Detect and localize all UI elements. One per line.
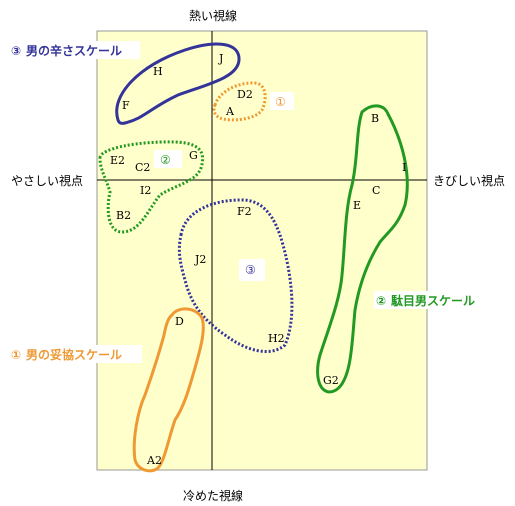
label-box-blue-top — [8, 41, 140, 59]
label-box-green-large — [374, 291, 496, 309]
group-labels: ③ 男の辛さスケール ① ② ③ ② 駄目男スケール ① 男の妥協スケール — [8, 41, 496, 363]
group-marker-blue-dotted: ③ — [245, 263, 256, 277]
group-marker-orange-large: ① — [11, 348, 21, 362]
scale-outline-blue-solid — [115, 42, 241, 125]
label-box-orange-large — [8, 345, 142, 363]
scale-label-green-large: 駄目男スケール — [391, 293, 475, 308]
label-box-orange-small — [270, 92, 294, 110]
group-marker-orange-small: ① — [275, 95, 286, 109]
point-i2: I2 — [140, 184, 151, 197]
point-g: G — [189, 149, 198, 162]
point-j: J — [218, 52, 223, 65]
point-labels: H J F D2 A B I C E G E2 C2 I2 B2 F2 J2 H… — [110, 52, 406, 467]
label-box-green-small — [154, 150, 182, 168]
point-b: B — [371, 112, 379, 125]
axis-label-top: 熱い視線 — [189, 8, 237, 23]
scale-outline-orange-solid — [132, 307, 205, 473]
point-c: C — [372, 184, 380, 197]
point-d: D — [175, 315, 184, 328]
scale-outline-green-dotted — [98, 140, 205, 234]
point-h2: H2 — [268, 332, 285, 345]
point-a: A — [225, 105, 235, 118]
point-a2: A2 — [146, 454, 162, 467]
scale-label-blue-top: 男の辛さスケール — [26, 43, 122, 58]
scale-outline-blue-dotted — [177, 198, 294, 354]
point-f2: F2 — [237, 205, 252, 218]
point-e2: E2 — [110, 154, 125, 167]
point-h: H — [153, 65, 163, 78]
point-e: E — [353, 199, 361, 212]
label-box-blue-dotted — [239, 259, 265, 281]
point-c2: C2 — [135, 161, 150, 174]
point-j2: J2 — [194, 253, 206, 266]
point-f: F — [122, 99, 130, 112]
group-marker-green-small: ② — [160, 153, 171, 167]
axis-label-right: きびしい視点 — [433, 173, 505, 188]
group-marker-blue-top: ③ — [11, 44, 21, 58]
plot-area — [96, 30, 428, 471]
point-i: I — [402, 161, 406, 174]
scale-label-orange-large: 男の妥協スケール — [26, 347, 122, 362]
scale-outline-orange-dotted — [212, 81, 267, 122]
scale-outline-green-solid — [316, 104, 409, 394]
axis-label-left: やさしい視点 — [11, 173, 83, 188]
point-d2: D2 — [237, 88, 253, 101]
point-b2: B2 — [116, 209, 131, 222]
point-g2: G2 — [323, 374, 339, 387]
axis-label-bottom: 冷めた視線 — [183, 488, 243, 503]
group-marker-green-large: ② — [376, 294, 386, 308]
